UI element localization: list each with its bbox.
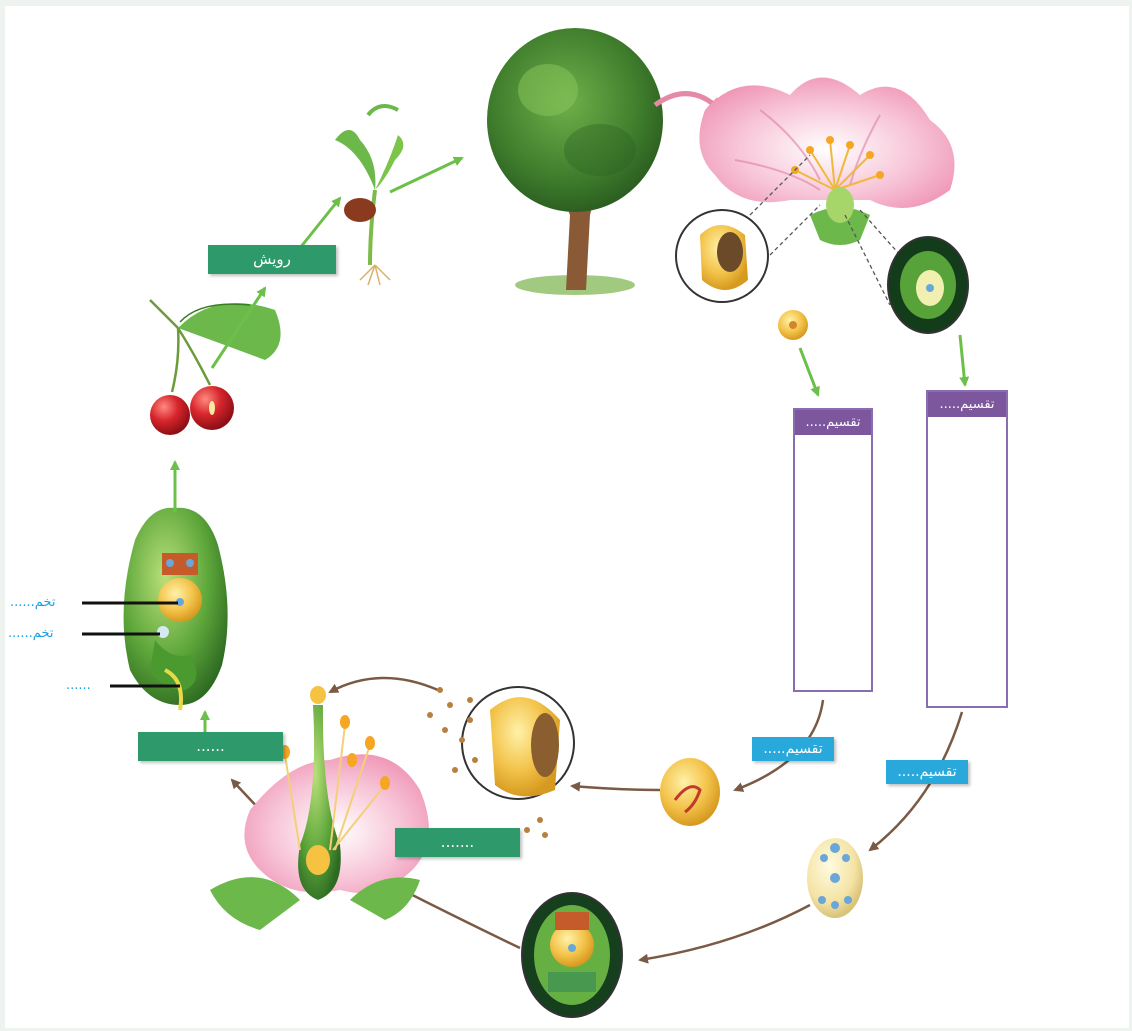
- fertilized-ovule-illustration: [522, 893, 622, 1017]
- pollen-division-box: تقسیم.....: [793, 408, 873, 692]
- ovule-division-title: تقسیم.....: [928, 392, 1006, 417]
- ovule-division-box: تقسیم.....: [926, 390, 1008, 708]
- seedling-illustration: [335, 106, 403, 285]
- blue-division-label-right: تقسیم.....: [886, 760, 968, 784]
- tree-illustration: [487, 28, 663, 295]
- process-bottom-label: .......: [395, 828, 520, 857]
- process-left-label: ......: [138, 732, 283, 761]
- pollen-grain-illustration: [660, 758, 720, 826]
- germination-label: رویش: [208, 245, 336, 274]
- pistil-flower-illustration: [210, 686, 429, 930]
- developing-seed-illustration: [124, 508, 228, 710]
- green-arrows-right: [800, 335, 965, 395]
- ovule-zoom-illustration: [888, 237, 968, 333]
- cherry-fruit-illustration: [150, 300, 281, 435]
- seed-part-label-2: تخم......: [8, 626, 53, 641]
- embryo-sac-illustration: [807, 838, 863, 918]
- anther-release-illustration: [427, 687, 574, 838]
- blue-division-label-left: تقسیم.....: [752, 737, 834, 761]
- seed-part-label-3: ......: [66, 678, 91, 693]
- seed-part-label-1: تخم......: [10, 595, 55, 610]
- anther-zoom-illustration: [676, 210, 768, 302]
- pollen-division-title: تقسیم.....: [795, 410, 871, 435]
